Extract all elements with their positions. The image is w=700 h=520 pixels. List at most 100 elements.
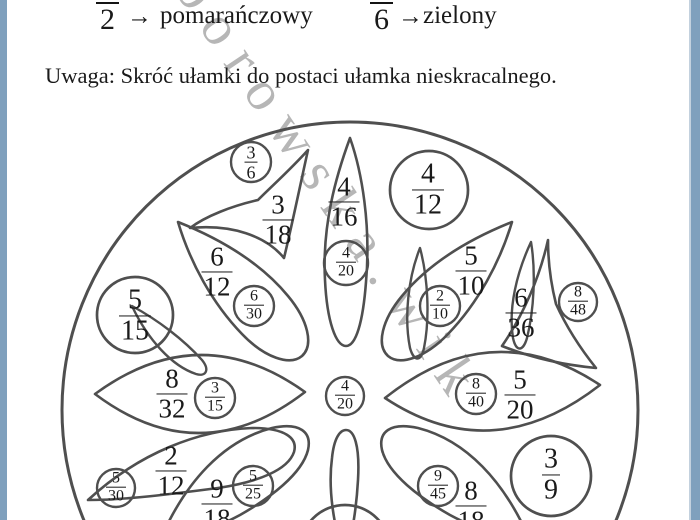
fraction-denominator: 18 [262, 219, 294, 249]
fraction-numerator: 5 [513, 364, 527, 395]
almond-right [383, 350, 602, 432]
fraction-numerator: 6 [514, 282, 528, 313]
petal-bottom-right [379, 425, 522, 520]
fraction-denominator: 30 [244, 305, 264, 323]
page-edge-right-strip [689, 0, 700, 520]
center-circle [324, 375, 366, 417]
fraction-denominator: 12 [201, 271, 233, 301]
fraction-denominator: 40 [466, 393, 486, 411]
circle-bottom-cut [309, 503, 381, 520]
fraction-denominator: 15 [119, 315, 151, 346]
fraction-denominator: 18 [201, 503, 233, 520]
fraction-denominator: 30 [106, 487, 126, 505]
circle-5-25 [231, 464, 275, 508]
legend-fraction-green: 6 [370, 2, 393, 35]
fraction-denominator: 20 [504, 394, 536, 424]
fraction-denominator: 18 [455, 505, 487, 520]
legend-label-green: zielony [423, 2, 497, 29]
page-edge-left-strip [0, 0, 7, 520]
petal-down-left [86, 426, 296, 502]
fraction-denominator: 16 [328, 201, 360, 231]
circle-4-12 [388, 149, 470, 231]
fraction-denominator: 12 [412, 189, 444, 220]
instruction-text: Uwaga: Skróć ułamki do postaci ułamka ni… [45, 63, 557, 88]
circle-2-10 [418, 284, 462, 328]
fraction-numerator: 8 [464, 475, 478, 506]
spike-right [510, 240, 535, 350]
fraction-numerator: 8 [165, 363, 179, 394]
fraction-denominator: 48 [568, 301, 588, 319]
fraction-denominator: 6 [244, 162, 258, 183]
circle-5-30 [95, 467, 137, 509]
legend-fraction-orange-denominator: 2 [96, 2, 119, 35]
chevron-top-left [188, 148, 310, 260]
fraction-numerator: 2 [436, 287, 444, 305]
fraction-numerator: 4 [421, 158, 435, 190]
circle-4-20b [322, 239, 370, 287]
fraction-denominator: 25 [243, 485, 263, 503]
fraction-numerator: 4 [342, 244, 350, 262]
fraction-numerator: 4 [337, 171, 351, 202]
arrow-icon: → [398, 3, 423, 30]
fraction-denominator: 10 [455, 270, 487, 300]
circle-6-30 [232, 284, 276, 328]
fraction-denominator: 12 [155, 470, 187, 500]
fraction-numerator: 3 [544, 443, 558, 475]
arrow-icon: → [127, 3, 152, 30]
fraction-denominator: 36 [505, 312, 537, 342]
petal-up [323, 136, 369, 348]
fraction-numerator: 3 [211, 379, 219, 397]
circle-3-9 [509, 434, 593, 518]
circle-8-40 [454, 372, 498, 416]
petal-up-left [176, 220, 310, 362]
fraction-numerator: 2 [164, 440, 178, 471]
fraction-numerator: 5 [128, 284, 142, 316]
fraction-numerator: 9 [434, 467, 442, 485]
fraction-numerator: 4 [341, 377, 349, 395]
spike-left [130, 304, 208, 376]
fraction-numerator: 8 [574, 283, 582, 301]
fraction-numerator: 9 [210, 473, 224, 504]
circle-8-48 [557, 281, 599, 323]
fraction-numerator: 3 [271, 189, 285, 220]
fraction-denominator: 20 [336, 262, 356, 280]
legend-label-orange: pomarańczowy [160, 2, 313, 29]
petal-bottom-left [168, 425, 311, 520]
circle-5-15 [95, 275, 175, 355]
almond-left [93, 353, 307, 435]
fraction-denominator: 10 [430, 305, 450, 323]
chevron-right [500, 238, 598, 370]
fraction-denominator: 32 [156, 393, 188, 423]
legend-fraction-green-denominator: 6 [370, 2, 393, 35]
spike-upper-right [406, 246, 429, 360]
circle-3-6 [229, 140, 273, 184]
circle-3-15 [193, 376, 237, 420]
fraction-numerator: 6 [210, 241, 224, 272]
petal-up-right [380, 220, 514, 362]
fraction-numerator: 5 [464, 240, 478, 271]
